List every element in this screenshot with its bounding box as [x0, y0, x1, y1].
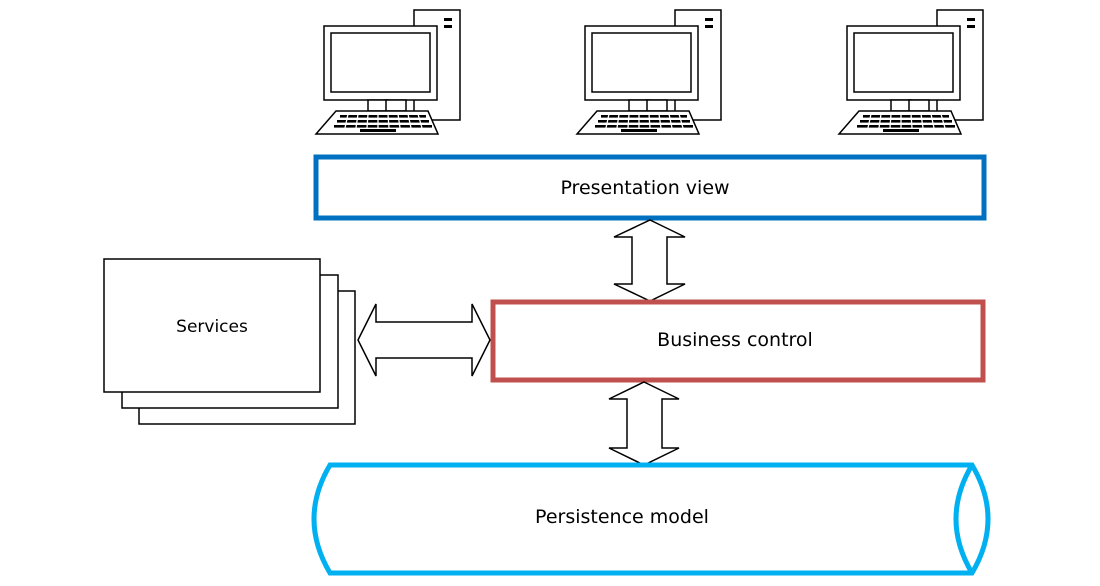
services-business-arrow [357, 303, 491, 377]
persistence-model-cylinder [311, 462, 991, 576]
business-persistence-arrow [608, 381, 680, 466]
business-control-box [490, 299, 986, 383]
desktop-computer-icon [838, 9, 984, 135]
desktop-computer-icon [576, 9, 722, 135]
services-label: Services [176, 317, 248, 337]
persistence-model-label: Persistence model [535, 506, 709, 528]
business-control-label: Business control [657, 329, 813, 351]
presentation-view-box [313, 154, 987, 221]
desktop-computer-icon [315, 9, 461, 135]
presentation-view-label: Presentation view [560, 177, 729, 199]
presentation-business-arrow [613, 219, 686, 302]
services-stack [103, 258, 356, 425]
